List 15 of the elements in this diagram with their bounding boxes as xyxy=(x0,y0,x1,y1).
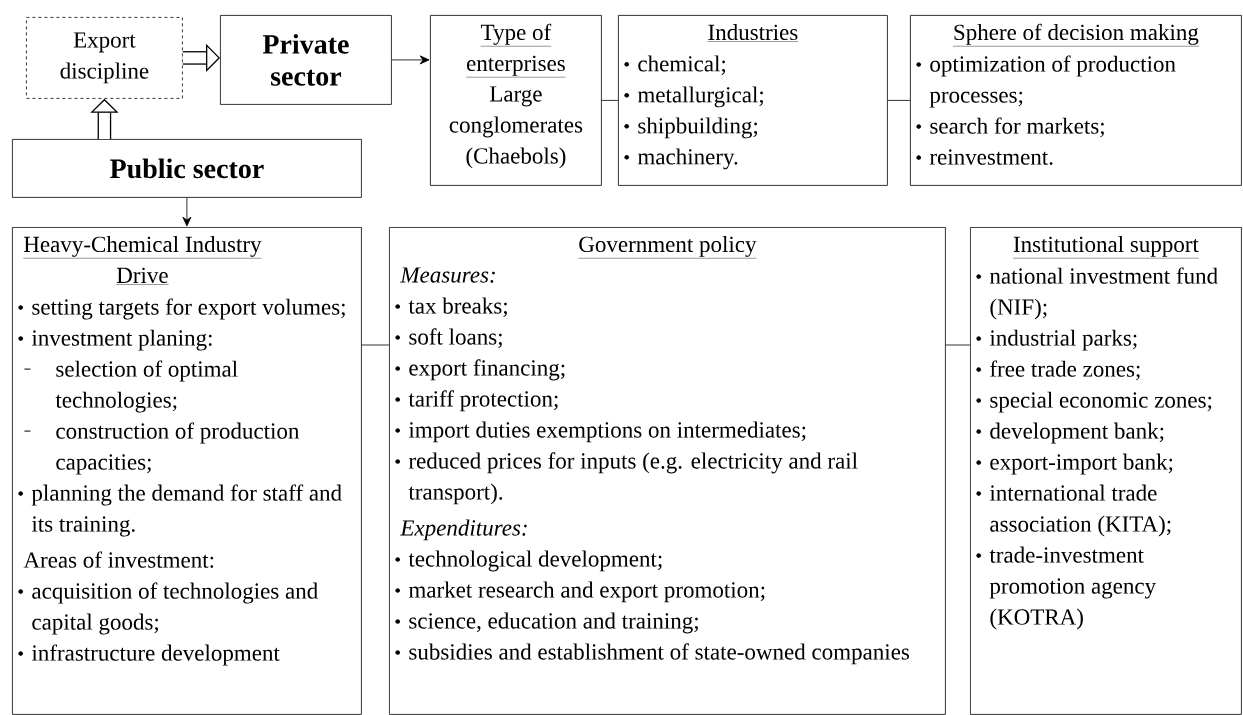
connector-line xyxy=(945,344,971,346)
connector-line xyxy=(361,344,390,346)
text-box: Government policy Measures: tax breaks; soft loans; export financing; tariff protection; import duties exemptions on intermediates; reduced prices for inputs (e.g. electricity and rail transport). Expenditures: technological development; market research and export promotion; science, education and training; subsidies and establishment of state-owned companies xyxy=(389,227,946,715)
text-box: Institutional support national investment fund (NIF); industrial parks; free trade zones; special economic zones; development bank; export-import bank; international trade association (KITA); trade-investment promotion agency (KOTRA) xyxy=(970,227,1242,715)
dashed-box: Export discipline xyxy=(26,17,183,99)
text-box: Heavy-Chemical Industry Drive setting targets for export volumes; investment planing: selection of optimal technologies; construction of production capacities; planning the demand for staff and its training. Areas of investment: acquisition of technologies and capital goods; infrastructure development xyxy=(12,227,362,715)
sector-box: Public sector xyxy=(12,139,362,198)
arrow xyxy=(391,55,430,65)
text-box: Industries chemical; metallurgical; shipbuilding; machinery. xyxy=(618,15,888,186)
text-box: Type of enterprises Large conglomerates (Chaebols) xyxy=(430,15,602,186)
connector-line xyxy=(601,100,619,101)
connector-line xyxy=(887,100,911,101)
sector-box: Private sector xyxy=(220,15,392,105)
arrow xyxy=(182,197,192,227)
text-box: Sphere of decision making optimization of production processes; search for markets; reinvestment. xyxy=(910,15,1242,186)
